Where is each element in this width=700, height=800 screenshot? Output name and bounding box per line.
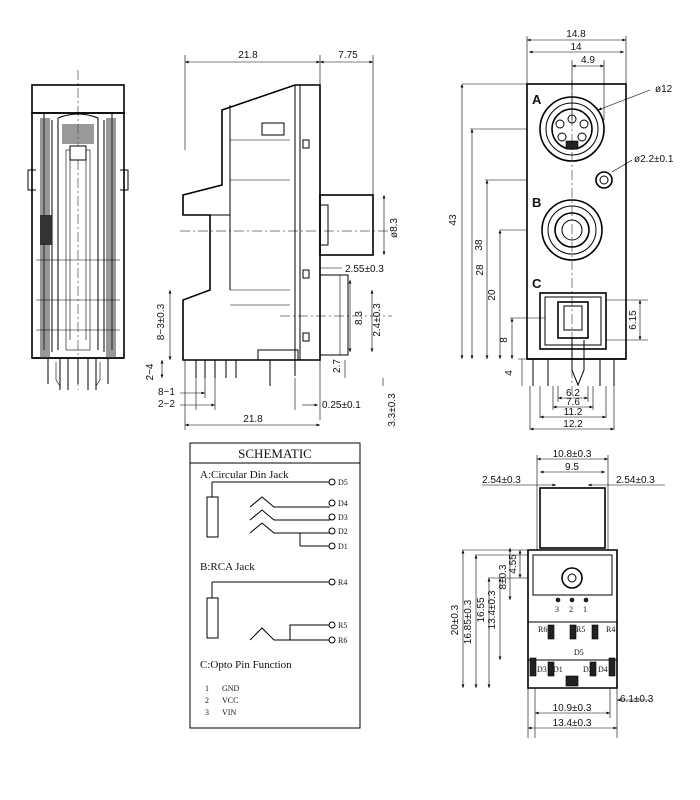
dim-43: 43	[448, 214, 459, 226]
label-r6: R6	[538, 625, 547, 634]
dim-phi-12: ø12	[655, 84, 673, 95]
bottom-pin-2: 2	[569, 605, 573, 614]
dim-14-8: 14.8	[566, 29, 586, 40]
dim-11-2: 11.2	[564, 407, 583, 418]
dim-3-3: 3.3±0.3	[387, 393, 398, 427]
dim-phi-8-3: ø8.3	[389, 218, 400, 238]
bottom-pin-3: 3	[555, 605, 559, 614]
schematic-box: SCHEMATIC A:Circular Din Jack D5 D4 D3 D…	[189, 442, 361, 729]
dim-12-2: 12.2	[563, 419, 583, 430]
pin-r4: R4	[338, 578, 347, 587]
dim-6-1: 6.1±0.3	[620, 694, 654, 705]
bottom-pin-1: 1	[583, 605, 587, 614]
front-view: 14.8 14 4.9 A ø12 ø2.2±0.1 B C	[448, 29, 674, 431]
dim-13-4-vert: 13.4±0.3	[487, 590, 498, 629]
dim-8-vert: 8±0.3	[498, 564, 509, 589]
dim-20: 20±0.3	[450, 604, 461, 635]
dim-9-5: 9.5	[565, 462, 579, 473]
opto-pin-1-name: GND	[222, 684, 240, 693]
pin-r6: R6	[338, 636, 347, 645]
label-d4: D4	[598, 665, 608, 674]
dim-16-55: 16.55	[476, 597, 487, 622]
dim-2-55: 2.55±0.3	[345, 264, 384, 275]
dim-20: 20	[487, 289, 498, 301]
dim-4-55: 4.55	[508, 554, 519, 574]
dim-2-minus-4: 2−4	[145, 363, 156, 380]
pin-d2: D2	[338, 527, 348, 536]
dim-8-3: 8.3	[354, 311, 365, 325]
opto-pin-2-num: 2	[205, 696, 209, 705]
dim-side-bottom-width: 21.8	[243, 414, 263, 425]
label-d1: D1	[553, 665, 563, 674]
schematic-b-title: B:RCA Jack	[200, 561, 255, 573]
dim-8: 8	[499, 337, 510, 343]
dim-2-7: 2.7	[332, 359, 343, 373]
pin-d1: D1	[338, 542, 348, 551]
dim-2-4: 2.4±0.3	[372, 303, 383, 337]
label-a: A	[532, 92, 542, 107]
opto-pin-1-num: 1	[205, 684, 209, 693]
dim-28: 28	[475, 264, 486, 276]
dim-10-8: 10.8±0.3	[553, 449, 592, 460]
dim-6-15: 6.15	[628, 310, 639, 330]
dim-0-25: 0.25±0.1	[322, 400, 361, 411]
schematic-c-title: C:Opto Pin Function	[200, 659, 292, 671]
pin-r5: R5	[338, 621, 347, 630]
bottom-view: 10.8±0.3 9.5 2.54±0.3 2.54±0.3 3 2 1 R6 …	[450, 449, 665, 738]
opto-pin-3-name: VIN	[222, 708, 236, 717]
label-d5: D5	[574, 648, 584, 657]
dim-side-top-right: 7.75	[338, 50, 358, 61]
dim-10-9: 10.9±0.3	[553, 703, 592, 714]
pin-d3: D3	[338, 513, 348, 522]
dim-16-85: 16.85±0.3	[463, 599, 474, 644]
dim-13-4-horiz: 13.4±0.3	[553, 718, 592, 729]
dim-4-9: 4.9	[581, 55, 595, 66]
opto-pin-3-num: 3	[205, 708, 209, 717]
dim-2-54-right: 2.54±0.3	[616, 475, 655, 486]
dim-8-minus-1: 8−1	[158, 387, 175, 398]
dim-8-minus-3: 8−3±0.3	[156, 303, 167, 340]
cross-section-view	[27, 70, 129, 390]
dim-phi-2-2: ø2.2±0.1	[634, 154, 674, 165]
label-r4: R4	[606, 625, 615, 634]
label-b: B	[532, 195, 541, 210]
pin-d4: D4	[338, 499, 348, 508]
label-c: C	[532, 276, 542, 291]
pin-d5: D5	[338, 478, 348, 487]
opto-pin-2-name: VCC	[222, 696, 238, 705]
schematic-title: SCHEMATIC	[238, 446, 312, 461]
dim-7-6: 7.6	[566, 397, 580, 408]
dim-side-top-width: 21.8	[238, 50, 258, 61]
dim-6-2: 6.2	[566, 388, 580, 399]
dim-4: 4	[504, 370, 515, 376]
label-r5: R5	[576, 625, 585, 634]
dim-2-54-left: 2.54±0.3	[482, 475, 521, 486]
dim-38: 38	[474, 239, 485, 251]
schematic-a-title: A:Circular Din Jack	[200, 469, 289, 481]
label-d2: D2	[583, 665, 593, 674]
dim-2-minus-2: 2−2	[158, 399, 175, 410]
dim-14: 14	[570, 42, 582, 53]
side-view: 21.8 7.75 ø8.3 2.55±0.3 8.3 2.4±0.3 8−3±	[145, 50, 400, 430]
label-d3: D3	[537, 665, 547, 674]
